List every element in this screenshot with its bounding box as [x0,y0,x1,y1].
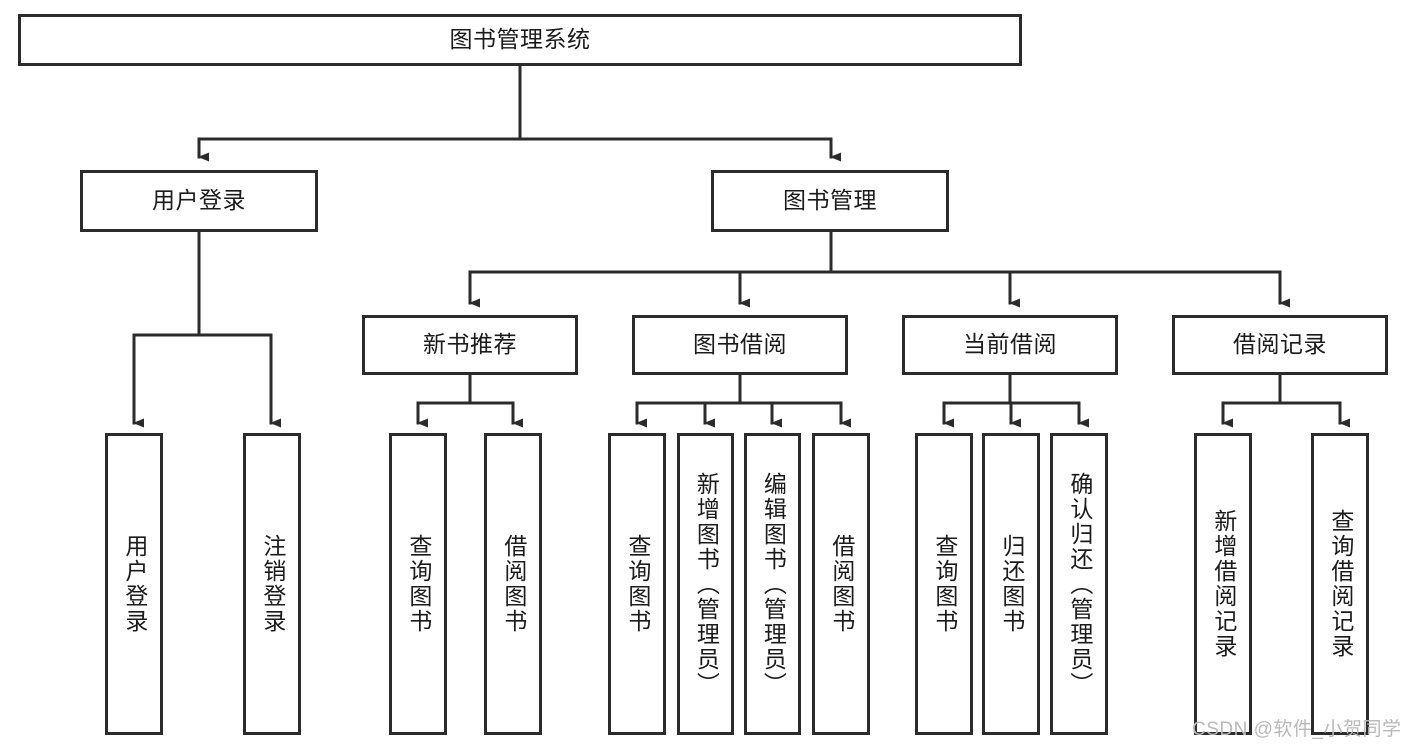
node-borrow-records[interactable]: 借阅记录 [1172,315,1388,375]
node-label: 确认归还（管理员） [1066,471,1093,697]
leaf-confirm-return-admin[interactable]: 确认归还（管理员） [1050,433,1108,735]
node-label: 注销登录 [259,534,286,634]
node-label: 当前借阅 [963,331,1057,358]
node-label: 借阅记录 [1233,331,1327,358]
node-label: 查询图书 [405,534,432,634]
leaf-query-book-newbook[interactable]: 查询图书 [389,433,447,735]
node-label: 新增借阅记录 [1210,509,1237,659]
leaf-edit-book-admin[interactable]: 编辑图书（管理员） [744,433,801,735]
leaf-query-book-current[interactable]: 查询图书 [915,433,973,735]
leaf-query-borrow-record[interactable]: 查询借阅记录 [1311,433,1369,735]
node-label: 查询借阅记录 [1327,509,1354,659]
leaf-return-book[interactable]: 归还图书 [982,433,1040,735]
csdn-watermark: CSDN @软件_小贺同学 [1192,719,1402,740]
leaf-add-book-admin[interactable]: 新增图书（管理员） [677,433,734,735]
node-label: 编辑图书（管理员） [760,471,787,697]
node-label: 图书借阅 [693,331,787,358]
leaf-query-book-borrow[interactable]: 查询图书 [608,433,666,735]
node-label: 图书管理系统 [449,26,591,53]
node-label: 新书推荐 [423,331,517,358]
node-root-system[interactable]: 图书管理系统 [18,14,1022,66]
node-label: 查询图书 [624,534,651,634]
node-book-management[interactable]: 图书管理 [711,170,949,232]
node-label: 查询图书 [931,534,958,634]
leaf-borrow-book[interactable]: 借阅图书 [812,433,870,735]
node-new-book-recommend[interactable]: 新书推荐 [362,315,578,375]
node-label: 图书管理 [783,187,877,214]
node-book-borrow[interactable]: 图书借阅 [632,315,848,375]
leaf-user-login[interactable]: 用户登录 [105,433,163,735]
node-current-borrow[interactable]: 当前借阅 [902,315,1118,375]
leaf-logout[interactable]: 注销登录 [243,433,301,735]
node-user-login[interactable]: 用户登录 [80,170,318,232]
node-label: 用户登录 [121,534,148,634]
node-label: 归还图书 [998,534,1025,634]
leaf-borrow-book-newbook[interactable]: 借阅图书 [484,433,542,735]
leaf-add-borrow-record[interactable]: 新增借阅记录 [1194,433,1252,735]
node-label: 借阅图书 [500,534,527,634]
node-label: 用户登录 [152,187,246,214]
node-label: 新增图书（管理员） [693,471,720,697]
node-label: 借阅图书 [828,534,855,634]
